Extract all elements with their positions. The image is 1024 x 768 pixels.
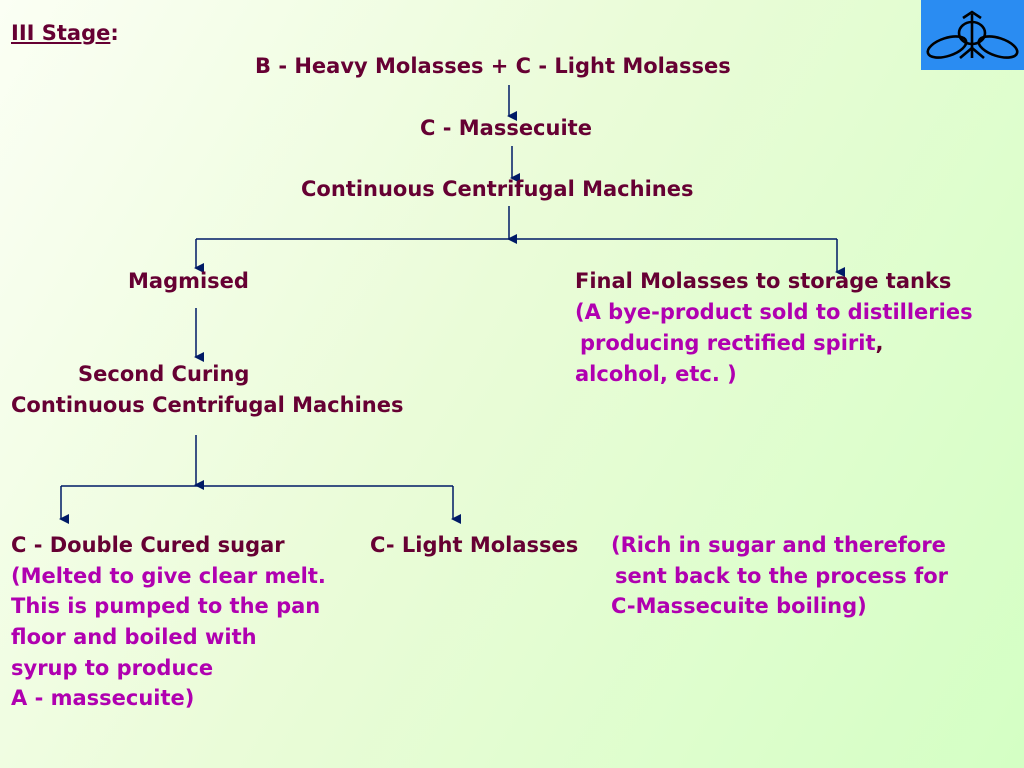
final-molasses-note-comma: , bbox=[875, 331, 884, 355]
stage-title-colon: : bbox=[110, 21, 119, 45]
second-curing-label: Second Curing bbox=[78, 362, 250, 386]
centrifugal-label-1: Continuous Centrifugal Machines bbox=[301, 177, 694, 201]
final-molasses-note-line-3: alcohol, etc. ) bbox=[575, 362, 737, 386]
light-molasses-note-line-3: C-Massecuite boiling) bbox=[611, 594, 867, 618]
light-molasses-note-line-2: sent back to the process for bbox=[615, 564, 949, 588]
magmised-label: Magmised bbox=[128, 269, 249, 293]
massecuite-label: C - Massecuite bbox=[420, 116, 592, 140]
stage-title: III Stage: bbox=[11, 21, 119, 45]
double-cured-note-line-2: This is pumped to the pan bbox=[11, 594, 321, 618]
double-cured-title: C - Double Cured sugar bbox=[11, 533, 285, 557]
company-logo bbox=[921, 0, 1024, 70]
light-molasses-note-line-1: (Rich in sugar and therefore bbox=[611, 533, 946, 557]
final-molasses-note-line-2: producing rectified spirit bbox=[580, 331, 876, 355]
final-molasses-note-line-1: (A bye-product sold to distilleries bbox=[575, 300, 973, 324]
final-molasses-label: Final Molasses to storage tanks bbox=[575, 269, 952, 293]
company-logo-icon bbox=[926, 10, 1019, 59]
double-cured-note-line-3: floor and boiled with bbox=[11, 625, 257, 649]
light-molasses-title: C- Light Molasses bbox=[370, 533, 579, 557]
stage-title-text: III Stage bbox=[11, 21, 111, 45]
final-molasses-note-line-2-wrap: producing rectified spirit, bbox=[580, 331, 883, 355]
double-cured-note-line-4: syrup to produce bbox=[11, 656, 214, 680]
feed-label: B - Heavy Molasses + C - Light Molasses bbox=[255, 54, 731, 78]
centrifugal-label-2: Continuous Centrifugal Machines bbox=[11, 393, 404, 417]
double-cured-note-line-1: (Melted to give clear melt. bbox=[11, 564, 326, 588]
double-cured-note-line-5: A - massecuite) bbox=[11, 686, 195, 710]
